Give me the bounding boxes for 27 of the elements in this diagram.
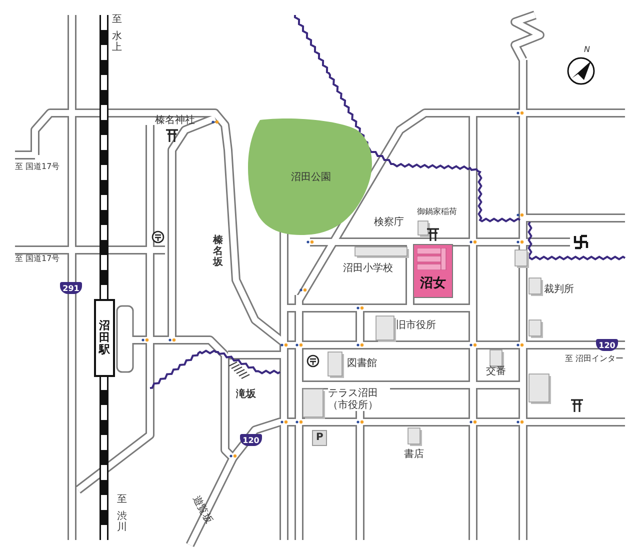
road-name-label: 滝坂 bbox=[236, 389, 256, 400]
place-label: 榛名神社 bbox=[155, 115, 195, 126]
place-label: 裁判所 bbox=[544, 284, 574, 296]
parking-sign: P bbox=[312, 430, 328, 446]
place-label: 至 国道17号 bbox=[15, 162, 60, 172]
place-label: 至 沼田インター bbox=[565, 354, 624, 364]
place-label: N bbox=[584, 45, 590, 54]
road-name-label: 榛名坂 bbox=[213, 235, 223, 268]
place-label: テラス沼田（市役所） bbox=[328, 388, 390, 411]
place-label: 至 bbox=[117, 494, 127, 506]
road-name-label: 水上 bbox=[112, 31, 122, 53]
place-label: 検察庁 bbox=[374, 217, 404, 228]
place-label: 書店 bbox=[404, 449, 424, 460]
place-label: 交番 bbox=[486, 366, 506, 378]
place-label: 沼田小学校 bbox=[343, 263, 393, 274]
route-shield: 120 bbox=[596, 339, 618, 351]
route-shield: 291 bbox=[60, 282, 82, 294]
place-label: 図書館 bbox=[347, 358, 377, 370]
school-building: 沼女 bbox=[413, 244, 453, 298]
place-label: 旧市役所 bbox=[396, 320, 436, 332]
station-box: 沼田駅 bbox=[94, 299, 115, 377]
place-label: 至 国道17号 bbox=[15, 254, 60, 264]
place-label: 至 bbox=[112, 14, 122, 26]
road-name-label: 渋川 bbox=[117, 511, 127, 533]
route-shield: 120 bbox=[240, 434, 262, 446]
road-name-label: 遊覧坂 bbox=[190, 494, 214, 526]
place-label: 御鍋家稲荷 bbox=[417, 207, 457, 216]
